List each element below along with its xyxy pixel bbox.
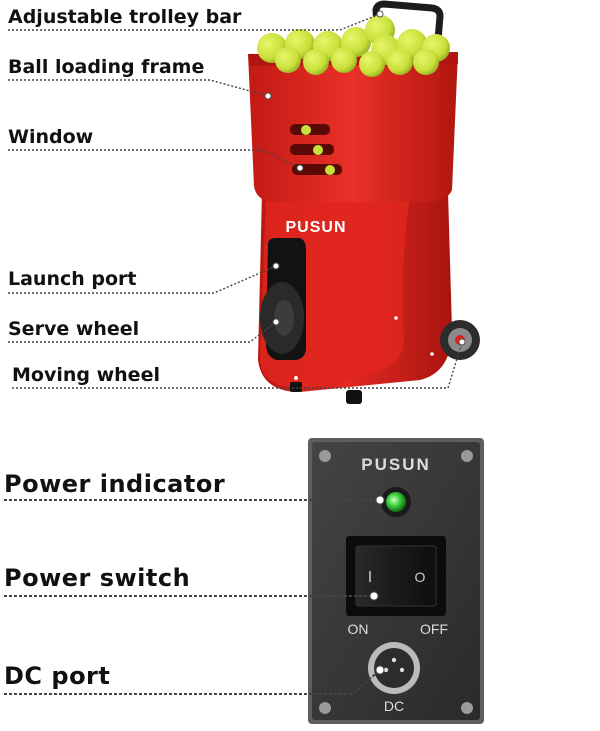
leader-lines-panel xyxy=(4,499,381,695)
leader-endpoints xyxy=(264,10,466,675)
label-loading-frame: Ball loading frame xyxy=(8,56,205,78)
label-power-indicator: Power indicator xyxy=(4,470,226,498)
dc-port-pin xyxy=(399,667,405,673)
machine-foot xyxy=(346,390,362,404)
leader-endpoint xyxy=(369,591,379,601)
tennis-ball xyxy=(331,47,357,73)
leader-endpoint xyxy=(264,92,272,100)
leader-launch-port xyxy=(8,265,277,294)
switch-off-symbol: O xyxy=(415,569,426,585)
window-ball xyxy=(313,145,323,155)
label-power-switch: Power switch xyxy=(4,564,191,592)
switch-on-symbol: I xyxy=(368,569,372,586)
serve-wheel-hub xyxy=(274,300,294,336)
leader-window xyxy=(8,149,301,169)
tennis-ball xyxy=(387,49,413,75)
tennis-balls xyxy=(257,15,450,77)
leader-serve-wheel xyxy=(8,321,277,343)
dc-port-pin xyxy=(391,657,397,663)
leader-dc-port xyxy=(4,669,381,695)
switch-off-label: OFF xyxy=(420,621,448,637)
label-window: Window xyxy=(8,126,94,148)
leader-lines xyxy=(8,13,463,389)
leader-endpoint xyxy=(376,10,384,18)
leader-endpoint xyxy=(375,495,385,505)
window-ball xyxy=(301,125,311,135)
dc-port-pin xyxy=(383,667,389,673)
window-slot xyxy=(290,144,334,155)
power-switch[interactable] xyxy=(355,545,437,607)
label-trolley-bar: Adjustable trolley bar xyxy=(8,6,242,28)
label-serve-wheel: Serve wheel xyxy=(8,318,140,340)
tennis-ball xyxy=(413,49,439,75)
power-indicator-light xyxy=(386,492,406,512)
leader-loading-frame xyxy=(8,79,269,97)
leader-endpoint xyxy=(296,164,304,172)
dc-port[interactable] xyxy=(374,648,414,688)
tennis-ball xyxy=(275,47,301,73)
leader-moving-wheel xyxy=(12,341,463,389)
panel-brand-logo: PUSUN xyxy=(361,455,431,474)
leader-endpoint xyxy=(458,338,466,346)
leader-endpoint xyxy=(272,318,280,326)
label-launch-port: Launch port xyxy=(8,268,137,290)
tennis-ball xyxy=(303,49,329,75)
window-ball xyxy=(325,165,335,175)
panel-screw xyxy=(319,450,331,462)
leader-trolley-bar xyxy=(8,13,381,31)
body-screw xyxy=(430,352,434,356)
panel-screw xyxy=(461,450,473,462)
machine-foot xyxy=(290,382,302,392)
label-moving-wheel: Moving wheel xyxy=(12,364,160,386)
machine-brand-logo: PUSUN xyxy=(285,219,346,236)
dc-port-label: DC xyxy=(384,698,404,714)
panel-screw xyxy=(461,702,473,714)
control-panel: PUSUN I O ON OFF DC xyxy=(308,438,484,724)
panel-screw xyxy=(319,702,331,714)
switch-on-label: ON xyxy=(348,621,369,637)
body-screw xyxy=(294,376,298,380)
ball-machine: PUSUN xyxy=(248,0,480,404)
trolley-handle xyxy=(372,0,444,41)
hopper-window xyxy=(290,124,342,175)
label-dc-port: DC port xyxy=(4,662,111,690)
leader-endpoint xyxy=(375,665,385,675)
tennis-ball xyxy=(359,51,385,77)
body-screw xyxy=(394,316,398,320)
leader-endpoint xyxy=(272,262,280,270)
